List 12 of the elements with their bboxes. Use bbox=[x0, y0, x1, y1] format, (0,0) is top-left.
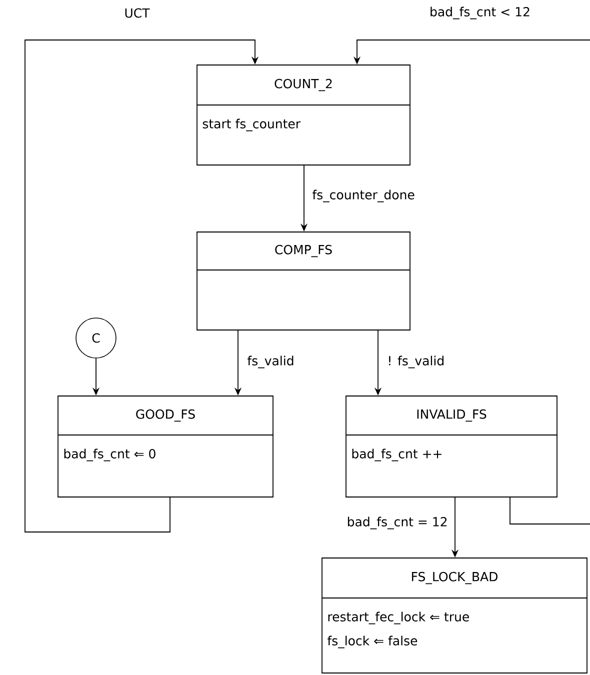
state-box: INVALID_FS bad_fs_cnt ++ bbox=[346, 396, 558, 498]
edge-label: ! fs_valid bbox=[386, 354, 446, 370]
state-box: COUNT_2 start fs_counter bbox=[196, 64, 410, 166]
edge-label: bad_fs_cnt = 12 bbox=[346, 516, 449, 530]
edge-label: fs_counter_done bbox=[311, 188, 416, 204]
state-box: COMP_FS bbox=[196, 232, 410, 330]
state-box: GOOD_FS bad_fs_cnt ⇐ 0 bbox=[58, 396, 274, 498]
edge-label: bad_fs_cnt < 12 bbox=[428, 6, 532, 20]
edge-label: fs_valid bbox=[246, 354, 296, 370]
arrow bbox=[24, 40, 259, 532]
edge-label: UCT bbox=[123, 7, 151, 19]
state-box: FS_LOCK_BAD restart_fec_lock ⇐ true fs_lock ⇐ false bbox=[322, 558, 588, 674]
